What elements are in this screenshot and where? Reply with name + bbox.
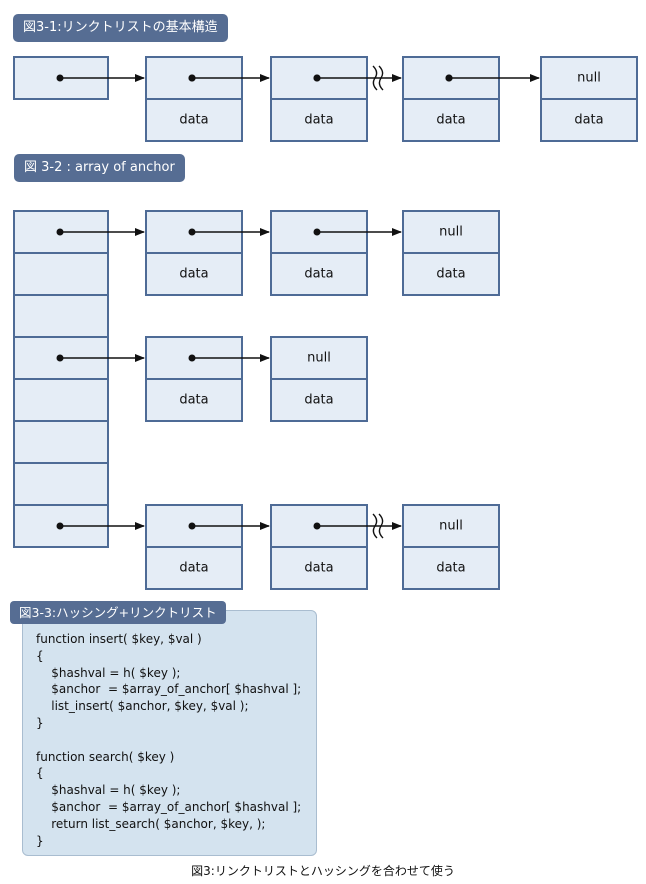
anchor-slot xyxy=(13,252,109,296)
node-data-cell xyxy=(402,98,500,142)
node-data-cell xyxy=(402,546,500,590)
break-mark xyxy=(372,513,378,539)
node-data-cell xyxy=(145,252,243,296)
break-mark xyxy=(372,65,378,91)
figure-3-1-title: 図3-1:リンクトリストの基本構造 xyxy=(13,14,228,42)
node-data-cell xyxy=(402,252,500,296)
node-data-cell xyxy=(270,252,368,296)
node-null-label: null xyxy=(439,519,463,534)
node-data-cell xyxy=(270,98,368,142)
node-next-cell xyxy=(270,336,368,380)
node-data-cell xyxy=(540,98,638,142)
node-data-label: data xyxy=(179,267,208,282)
anchor-slot xyxy=(13,294,109,338)
break-mark xyxy=(378,65,384,91)
node-null-label: null xyxy=(439,225,463,240)
figure-3-3-title: 図3-3:ハッシング+リンクトリスト xyxy=(10,601,226,624)
node-data-label: data xyxy=(436,113,465,128)
node-data-cell xyxy=(270,546,368,590)
node-data-label: data xyxy=(304,561,333,576)
node-data-cell xyxy=(145,378,243,422)
code-panel xyxy=(22,610,317,856)
node-data-label: data xyxy=(304,113,333,128)
node-data-label: data xyxy=(436,561,465,576)
node-null-label: null xyxy=(307,351,331,366)
node-data-cell xyxy=(270,378,368,422)
node-data-label: data xyxy=(574,113,603,128)
node-data-label: data xyxy=(179,113,208,128)
node-next-cell xyxy=(540,56,638,100)
node-data-label: data xyxy=(179,393,208,408)
node-data-label: data xyxy=(179,561,208,576)
node-data-label: data xyxy=(436,267,465,282)
anchor-slot xyxy=(13,462,109,506)
figure-3-2-diagram: data data null data data null data data data null… xyxy=(13,210,500,590)
figure-3-2-title: 図 3-2 : array of anchor xyxy=(14,154,185,182)
node-data-label: data xyxy=(304,393,333,408)
node-data-cell xyxy=(145,546,243,590)
node-data-label: data xyxy=(304,267,333,282)
anchor-slot xyxy=(13,378,109,422)
figure-caption: 図3:リンクトリストとハッシングを合わせて使う xyxy=(191,864,455,878)
node-null-label: null xyxy=(577,71,601,86)
code-listing: function insert( $key, $val ) { $hashval… xyxy=(36,632,302,848)
node-data-cell xyxy=(145,98,243,142)
break-mark xyxy=(378,513,384,539)
anchor-slot xyxy=(13,420,109,464)
figure-3-1-diagram: data data data null data xyxy=(13,56,638,142)
